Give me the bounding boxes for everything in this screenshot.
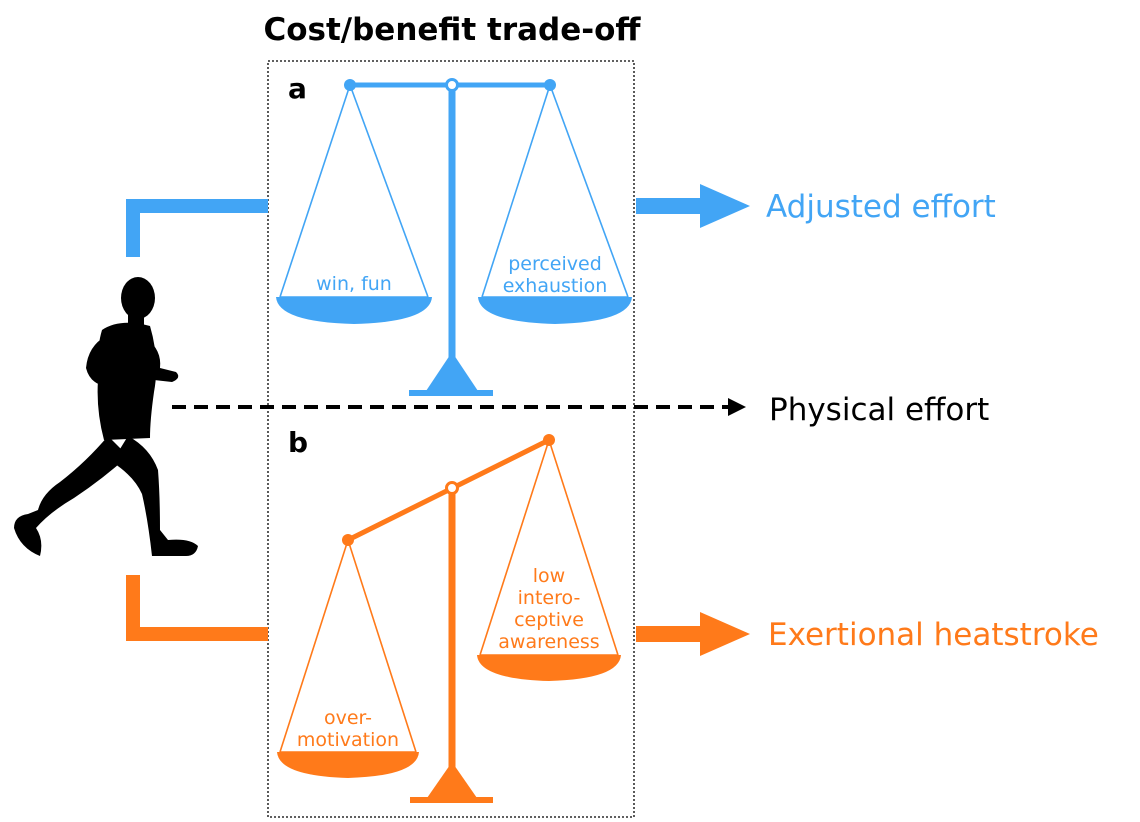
adjusted-effort-arrow-icon xyxy=(636,184,750,228)
panel-b-right-pan-line-2: intero- xyxy=(518,587,581,609)
panel-a-label: a xyxy=(288,72,307,105)
panel-b-right-pan-line-3: ceptive xyxy=(514,609,584,631)
panel-b-left-pan-line-1: over- xyxy=(324,707,372,729)
physical-effort-arrowhead-icon xyxy=(728,398,746,416)
runner-silhouette-icon xyxy=(14,277,198,556)
panel-b-label: b xyxy=(288,426,308,459)
blue-input-bracket xyxy=(126,199,268,257)
panel-a-right-pan-line-2: exhaustion xyxy=(503,275,608,297)
heatstroke-arrow-icon xyxy=(636,612,750,656)
panel-a-right-pan-line-1: perceived xyxy=(508,253,602,275)
diagram-title: Cost/benefit trade-off xyxy=(263,12,641,48)
adjusted-effort-label: Adjusted effort xyxy=(766,189,996,225)
panel-b-right-pan-line-4: awareness xyxy=(498,631,599,653)
exertional-heatstroke-label: Exertional heatstroke xyxy=(768,617,1099,653)
balanced-scale-icon xyxy=(276,78,632,396)
physical-effort-label: Physical effort xyxy=(769,392,989,428)
tradeoff-frame xyxy=(267,60,635,818)
orange-input-bracket xyxy=(126,575,268,641)
panel-a-left-pan-text: win, fun xyxy=(316,273,392,295)
panel-b-right-pan-line-1: low xyxy=(533,565,565,587)
panel-b-left-pan-line-2: motivation xyxy=(297,729,399,751)
tilted-scale-icon xyxy=(277,434,621,803)
